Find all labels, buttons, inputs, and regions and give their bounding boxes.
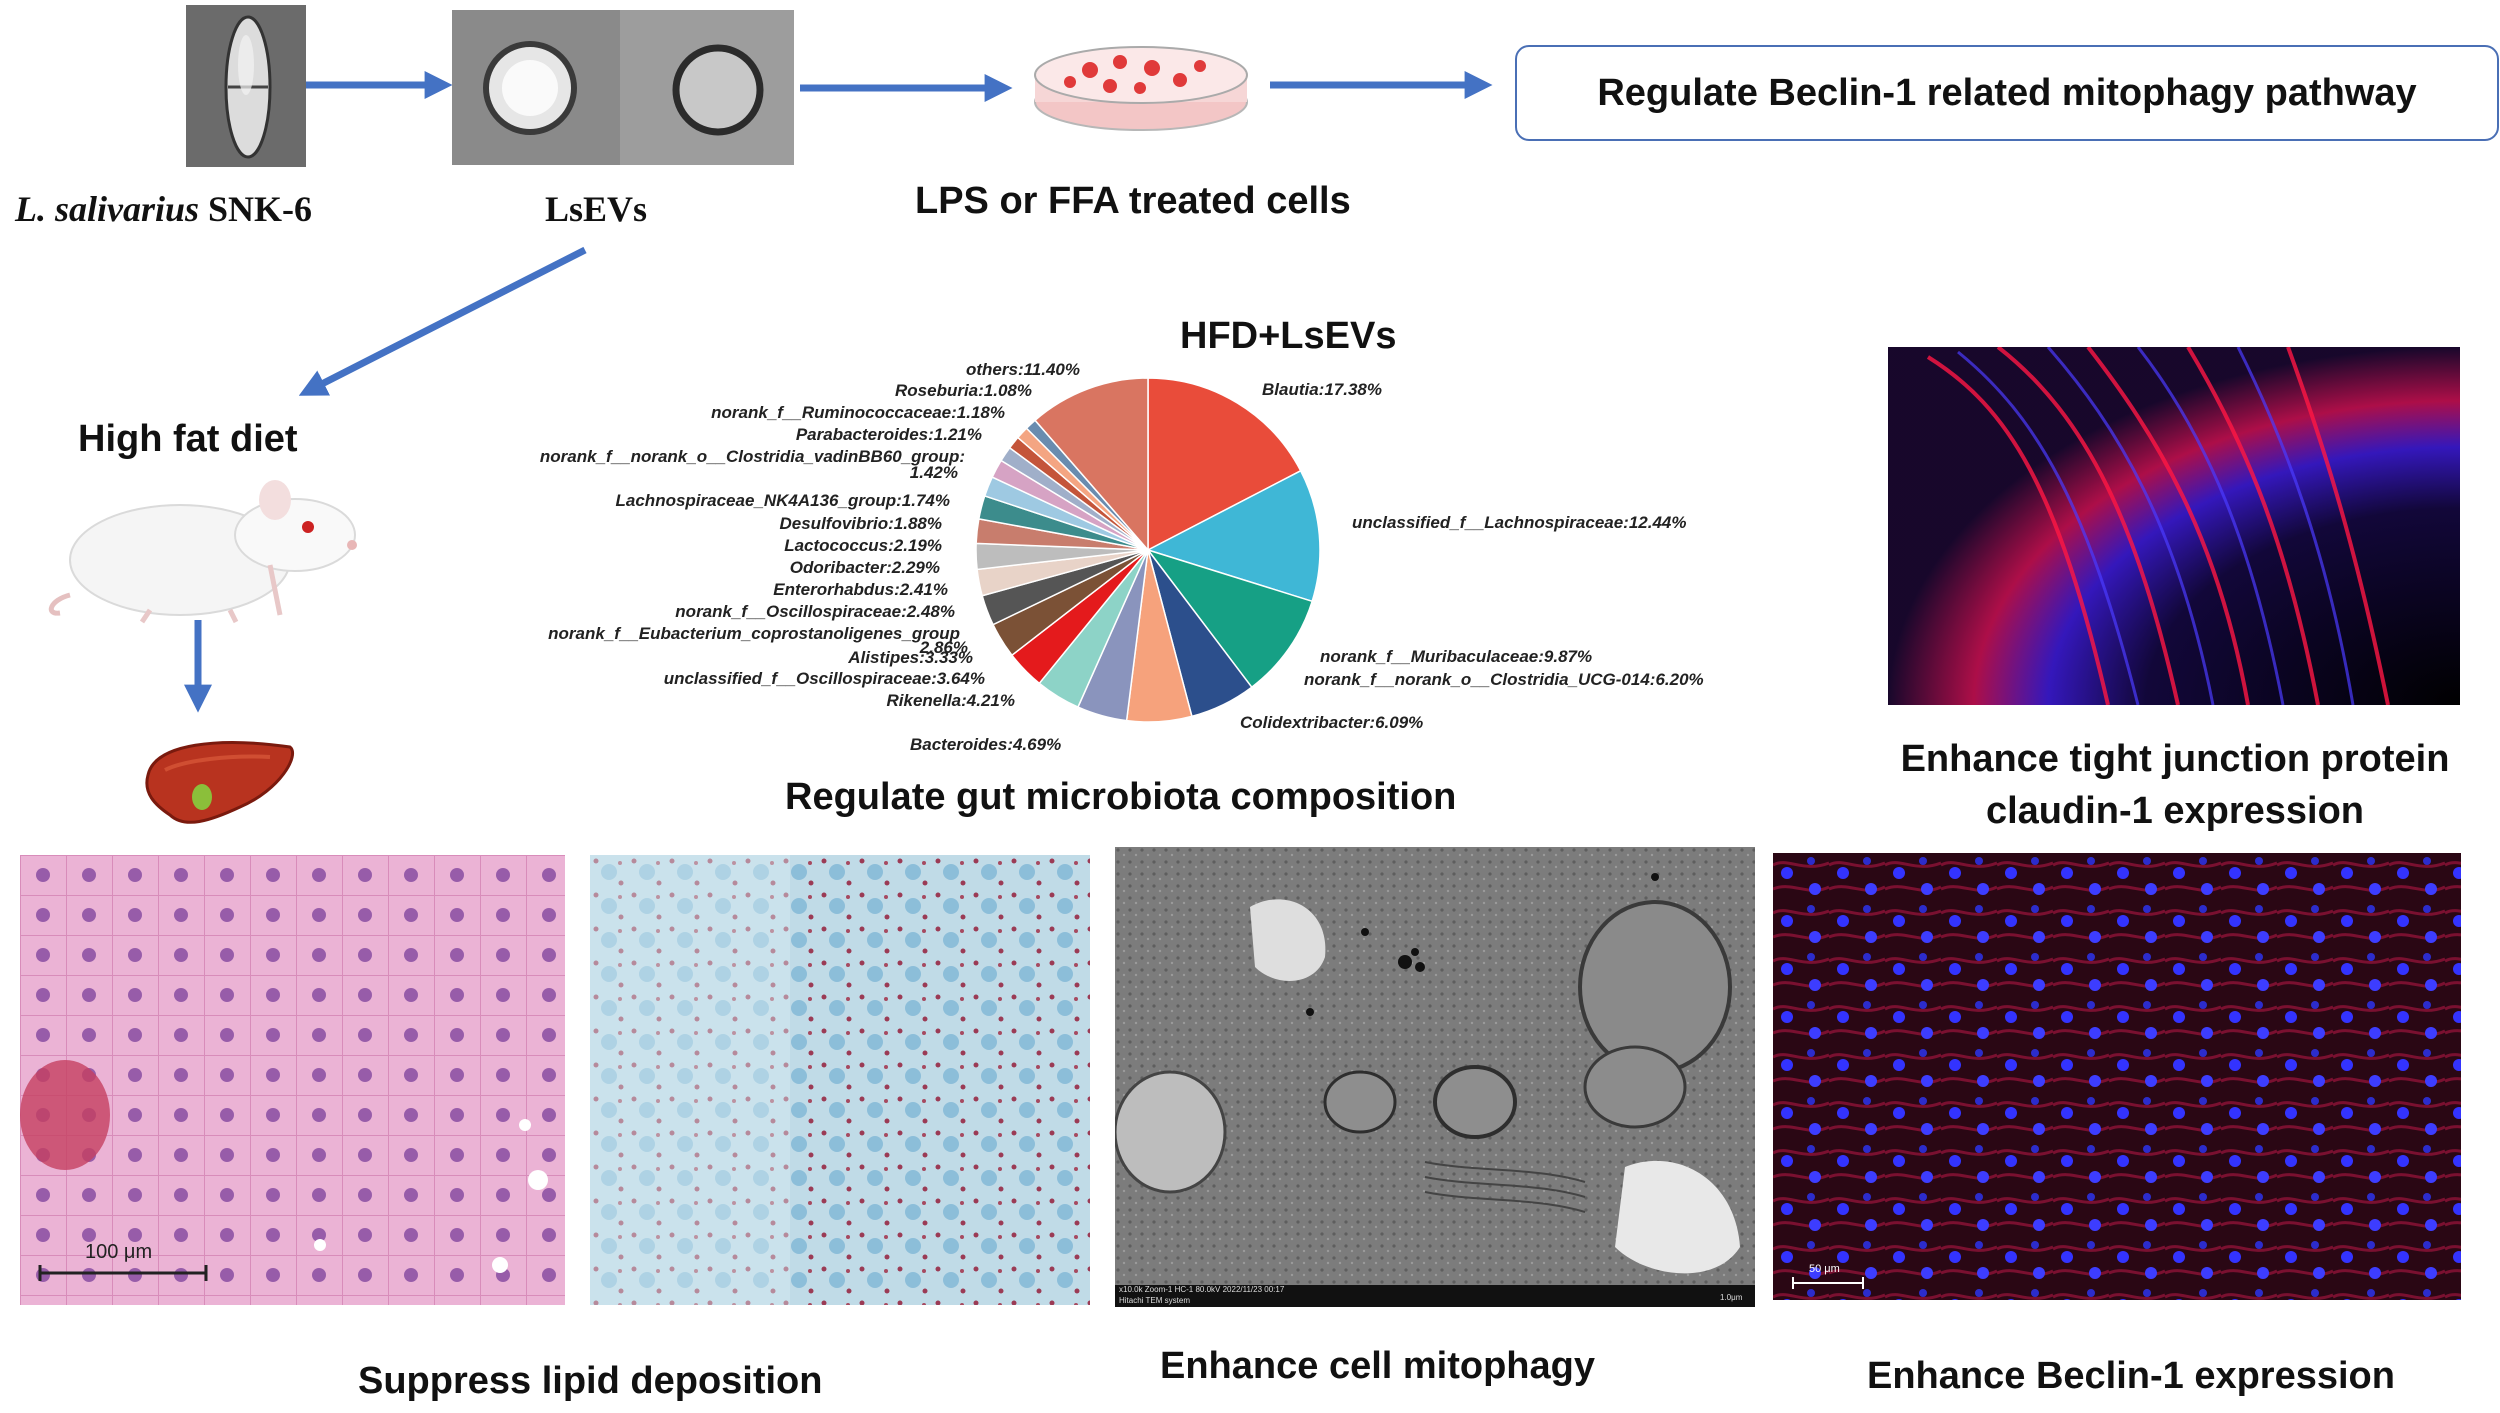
pie-slice-unclassified-f-lachnospiraceae (1146, 469, 1321, 603)
pie-label-roseburia: Roseburia:1.08% (895, 381, 1032, 400)
pie-slice-others (1033, 377, 1149, 553)
pie-title: HFD+LsEVs (1180, 315, 1397, 357)
pie-label-unclassified-lachnospiraceae: unclassified_f__Lachnospiraceae:12.44% (1352, 513, 1687, 532)
pie-label-others: others:11.40% (965, 360, 1080, 379)
beclin-caption: Enhance Beclin-1 expression (1867, 1355, 2395, 1397)
pie-label-clostridia-ucg014: norank_f__norank_o__Clostridia_UCG-014:6… (1304, 670, 1704, 689)
pie-label-oscillospiraceae: norank_f__Oscillospiraceae:2.48% (675, 602, 955, 621)
pie-label-bacteroides: Bacteroides:4.69% (910, 735, 1062, 754)
pie-label-blautia: Blautia:17.38% (1262, 380, 1382, 399)
pie-label-nk4a136: Lachnospiraceae_NK4A136_group:1.74% (615, 491, 950, 510)
bacteria-micrograph (186, 5, 306, 167)
pie-label-desulfovibrio: Desulfovibrio:1.88% (779, 514, 943, 533)
pie-label-eubacterium: norank_f__Eubacterium_coprostanoligenes_… (548, 624, 960, 643)
pie-label-clostridia-vadinbb60: norank_f__norank_o__Clostridia_vadinBB60… (539, 447, 965, 466)
claudin-if-image (1888, 347, 2460, 705)
pie-label-rikenella: Rikenella:4.21% (886, 691, 1015, 710)
pie-label-colidextribacter: Colidextribacter:6.09% (1240, 713, 1424, 732)
pie-slice-blautia (1147, 377, 1302, 552)
tem-mitochondria-image: x10.0k Zoom-1 HC-1 80.0kV 2022/11/23 00:… (1115, 847, 1755, 1307)
tem-footer-system: Hitachi TEM system (1119, 1296, 1190, 1305)
claudin-caption-line2: claudin-1 expression (1985, 790, 2364, 832)
pie-label-muribaculaceae: norank_f__Muribaculaceae:9.87% (1320, 647, 1593, 666)
microbiota-caption: Regulate gut microbiota composition (785, 776, 1457, 818)
vesicle-label: LsEVs (545, 189, 648, 229)
diet-label: High fat diet (78, 418, 298, 460)
pie-label-alistipes: Alistipes:3.33% (848, 648, 973, 667)
lipid-caption: Suppress lipid deposition (358, 1360, 823, 1402)
mitophagy-pathway-box: Regulate Beclin-1 related mitophagy path… (1515, 45, 2499, 141)
arrow-vesicles-to-diet (298, 246, 587, 396)
pie-label-eubacterium-pct: 2.86% (919, 638, 968, 657)
petri-dish-icon (1030, 40, 1252, 135)
tem-footer: x10.0k Zoom-1 HC-1 80.0kV 2022/11/23 00:… (1119, 1285, 1285, 1294)
tem-scale-label: 1.0μm (1720, 1293, 1743, 1302)
cells-label: LPS or FFA treated cells (915, 180, 1351, 222)
pie-label-unclassified-oscillospiraceae: unclassified_f__Oscillospiraceae:3.64% (663, 669, 985, 688)
bacteria-label: L. salivarius SNK-6 (15, 189, 313, 229)
rat-icon (40, 475, 360, 625)
claudin-caption-line1: Enhance tight junction protein (1900, 738, 2450, 780)
pie-label-odoribacter: Odoribacter:2.29% (789, 558, 940, 577)
he-scale-label: 100 μm (85, 1241, 153, 1263)
if-scale-label: 50 μm (1809, 1263, 1840, 1275)
pie-label-clostridia-vadinbb60-pct: 1.42% (909, 463, 958, 482)
oil-red-stain-image (590, 855, 1090, 1305)
beclin-if-image: 50 μm (1773, 853, 2461, 1300)
vesicle-micrograph (452, 10, 794, 165)
liver-icon (140, 735, 300, 830)
pie-slice-norank-f-muribaculaceae (1145, 548, 1314, 689)
mitophagy-caption: Enhance cell mitophagy (1160, 1345, 1595, 1387)
pie-label-enterorhabdus: Enterorhabdus:2.41% (773, 580, 948, 599)
pie-label-parabacteroides: Parabacteroides:1.21% (795, 425, 982, 444)
pie-chart (975, 377, 1321, 723)
pie-label-ruminococcaceae: norank_f__Ruminococcaceae:1.18% (711, 403, 1005, 422)
he-stain-image: 100 μm (20, 855, 565, 1305)
pie-label-lactococcus: Lactococcus:2.19% (784, 536, 942, 555)
